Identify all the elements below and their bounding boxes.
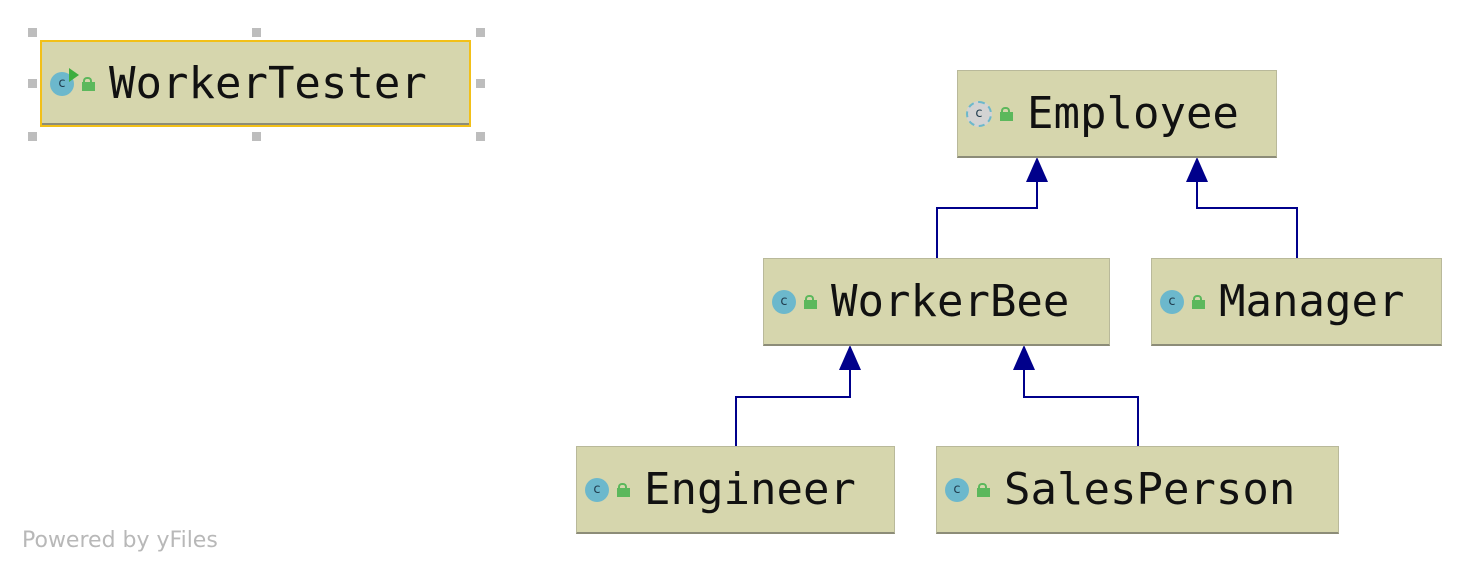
node-icons: c bbox=[772, 289, 817, 314]
edge-arrowhead bbox=[839, 345, 861, 370]
public-access-icon bbox=[804, 294, 817, 309]
edge-arrowhead bbox=[1013, 345, 1035, 370]
selection-handle[interactable] bbox=[28, 79, 37, 88]
class-node-manager[interactable]: c Manager bbox=[1151, 258, 1442, 346]
class-name: WorkerBee bbox=[831, 276, 1070, 327]
public-access-icon bbox=[617, 482, 630, 497]
public-access-icon bbox=[82, 76, 95, 91]
selection-handle[interactable] bbox=[252, 132, 261, 141]
edge-engineer-workerbee bbox=[735, 370, 851, 446]
class-node-employee[interactable]: c Employee bbox=[957, 70, 1277, 158]
class-node-workerbee[interactable]: c WorkerBee bbox=[763, 258, 1110, 346]
run-marker-icon bbox=[69, 67, 79, 82]
node-icons: c bbox=[50, 67, 95, 96]
selection-handle[interactable] bbox=[476, 28, 485, 37]
selection-handle[interactable] bbox=[28, 132, 37, 141]
class-icon-letter: c bbox=[1168, 294, 1176, 309]
class-name: Manager bbox=[1219, 276, 1405, 327]
selection-handle[interactable] bbox=[476, 79, 485, 88]
class-name: Engineer bbox=[644, 464, 856, 515]
class-node-engineer[interactable]: c Engineer bbox=[576, 446, 895, 534]
node-icons: c bbox=[585, 477, 630, 502]
class-name: Employee bbox=[1027, 88, 1239, 139]
class-icon-letter: c bbox=[58, 76, 66, 91]
class-icon-letter: c bbox=[953, 482, 961, 497]
edge-manager-employee bbox=[1196, 182, 1298, 258]
class-icon: c bbox=[50, 67, 79, 96]
class-icon: c bbox=[945, 477, 969, 502]
class-icon-letter: c bbox=[780, 294, 788, 309]
selection-handle[interactable] bbox=[476, 132, 485, 141]
class-icon-letter: c bbox=[593, 482, 601, 497]
abstract-class-icon: c bbox=[966, 100, 992, 127]
class-icon-letter: c bbox=[975, 106, 983, 121]
node-icons: c bbox=[1160, 289, 1205, 314]
class-node-workertester[interactable]: c WorkerTester bbox=[40, 40, 471, 127]
edge-arrowhead bbox=[1186, 157, 1208, 182]
selection-handle[interactable] bbox=[28, 28, 37, 37]
class-icon: c bbox=[772, 289, 796, 314]
public-access-icon bbox=[977, 482, 990, 497]
class-icon: c bbox=[1160, 289, 1184, 314]
edge-workerbee-employee bbox=[936, 182, 1038, 258]
edge-salesperson-workerbee bbox=[1023, 370, 1139, 446]
class-name: WorkerTester bbox=[109, 58, 427, 109]
public-access-icon bbox=[1192, 294, 1205, 309]
public-access-icon bbox=[1000, 106, 1013, 121]
class-icon: c bbox=[585, 477, 609, 502]
edge-arrowhead bbox=[1026, 157, 1048, 182]
class-node-salesperson[interactable]: c SalesPerson bbox=[936, 446, 1339, 534]
node-icons: c bbox=[966, 100, 1013, 127]
node-icons: c bbox=[945, 477, 990, 502]
yfiles-watermark: Powered by yFiles bbox=[22, 528, 218, 553]
class-name: SalesPerson bbox=[1004, 464, 1296, 515]
selection-handle[interactable] bbox=[252, 28, 261, 37]
